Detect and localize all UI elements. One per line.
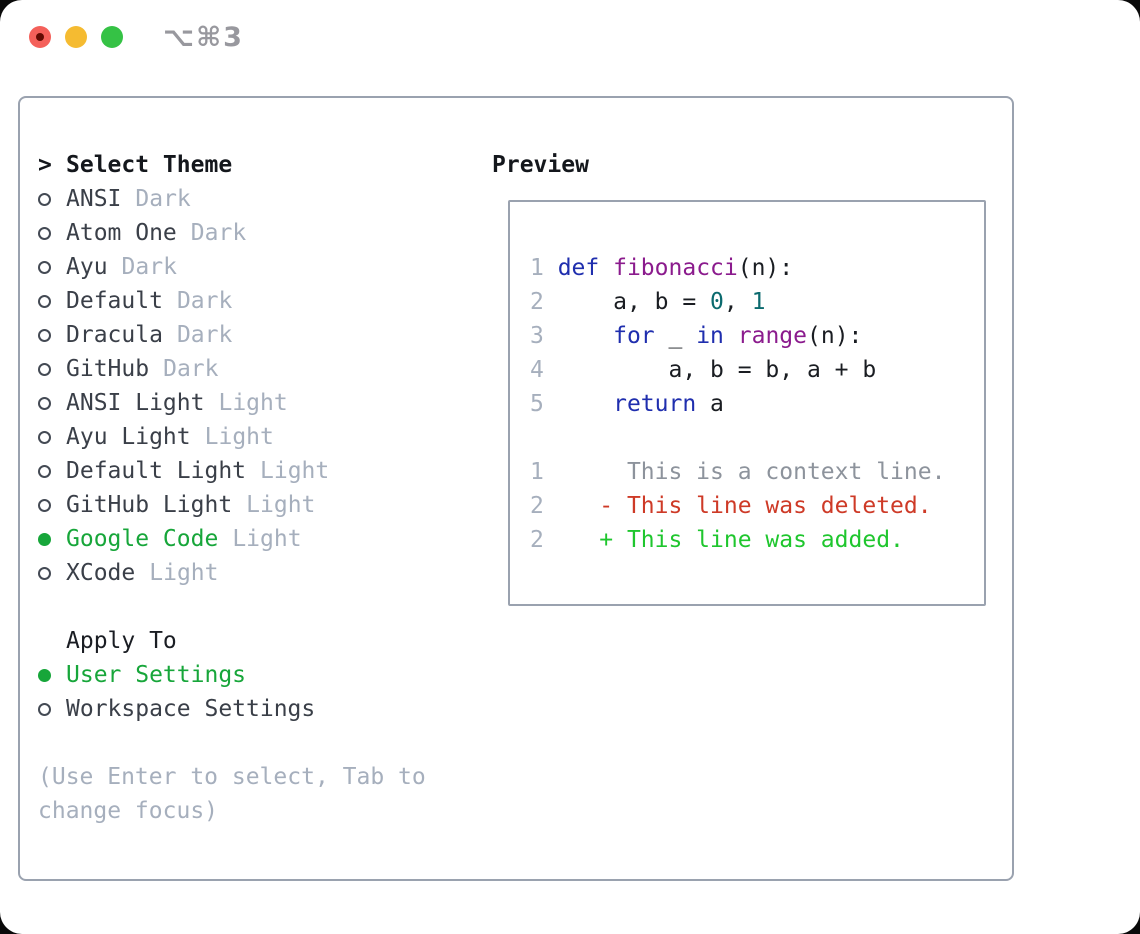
theme-item-label: Atom One	[66, 220, 177, 246]
radio-icon	[38, 362, 66, 376]
apply-option-workspace-settings[interactable]: Workspace Settings	[38, 692, 426, 726]
code-block: 1 def fibonacci(n): 2 a, b = 0, 1 3 for _ …	[530, 251, 945, 557]
apply-option-user-settings[interactable]: User Settings	[38, 658, 426, 692]
code-line: 4 a, b = b, a + b	[530, 357, 877, 383]
theme-variant-label: Light	[260, 458, 330, 484]
theme-item-label: Default Light	[66, 458, 247, 484]
code-line	[530, 421, 945, 455]
theme-item-github-light[interactable]: GitHub Light Light	[38, 488, 426, 522]
theme-variant-label: Light	[246, 492, 316, 518]
radio-icon	[38, 702, 66, 716]
theme-item-label: Ayu Light	[66, 424, 191, 450]
code-line: 2 - This line was deleted.	[530, 493, 932, 519]
theme-item-label: ANSI	[66, 186, 122, 212]
preview-heading: Preview	[492, 152, 589, 178]
radio-icon	[38, 192, 66, 206]
theme-variant-label: Dark	[190, 220, 247, 246]
theme-variant-label: Light	[232, 526, 302, 552]
theme-item-xcode[interactable]: XCode Light	[38, 556, 426, 590]
traffic-lights	[29, 26, 123, 48]
radio-icon	[38, 294, 66, 308]
code-line: 2 a, b = 0, 1	[530, 289, 766, 315]
apply-option-label: User Settings	[66, 662, 247, 688]
radio-icon	[38, 464, 66, 478]
theme-variant-label: Dark	[163, 356, 219, 382]
theme-item-label: Ayu	[66, 254, 108, 280]
hint-text-line-1: (Use Enter to select, Tab to	[38, 764, 426, 790]
radio-icon	[38, 260, 66, 274]
minimize-button[interactable]	[65, 26, 87, 48]
radio-icon	[38, 226, 66, 240]
spacer	[38, 726, 426, 760]
code-line: 3 for _ in range(n):	[530, 323, 863, 349]
theme-item-default[interactable]: Default Dark	[38, 284, 426, 318]
theme-item-ansi-light[interactable]: ANSI Light Light	[38, 386, 426, 420]
theme-item-label: ANSI Light	[66, 390, 205, 416]
radio-icon	[38, 566, 66, 580]
close-button[interactable]	[29, 26, 51, 48]
theme-variant-label: Dark	[121, 254, 177, 280]
theme-item-label: GitHub Light	[66, 492, 233, 518]
window-shortcut-label: ⌥⌘3	[163, 22, 244, 53]
apply-to-heading: Apply To	[66, 628, 177, 654]
theme-item-label: GitHub	[66, 356, 150, 382]
code-line: 1 def fibonacci(n):	[530, 255, 794, 281]
theme-variant-label: Light	[149, 560, 219, 586]
radio-icon	[38, 328, 66, 342]
spacer	[38, 590, 426, 624]
theme-item-dracula[interactable]: Dracula Dark	[38, 318, 426, 352]
theme-item-label: XCode	[66, 560, 136, 586]
preview-panel: 1 def fibonacci(n): 2 a, b = 0, 1 3 for _ …	[508, 200, 986, 606]
theme-item-ayu-light[interactable]: Ayu Light Light	[38, 420, 426, 454]
radio-icon	[38, 396, 66, 410]
select-theme-heading: Select Theme	[66, 152, 233, 178]
zoom-button[interactable]	[101, 26, 123, 48]
apply-to-heading-row: Apply To	[38, 624, 426, 658]
theme-variant-label: Dark	[176, 288, 233, 314]
radio-icon	[38, 430, 66, 444]
theme-variant-label: Dark	[135, 186, 191, 212]
theme-item-label: Google Code	[66, 526, 219, 552]
theme-variant-label: Light	[218, 390, 288, 416]
apply-option-label: Workspace Settings	[66, 696, 316, 722]
theme-item-ansi[interactable]: ANSI Dark	[38, 182, 426, 216]
select-theme-heading-row: > Select Theme	[38, 148, 426, 182]
theme-variant-label: Light	[204, 424, 274, 450]
close-dot-icon	[36, 33, 44, 41]
theme-item-default-light[interactable]: Default Light Light	[38, 454, 426, 488]
radio-selected-icon	[38, 532, 66, 546]
theme-item-label: Default	[66, 288, 163, 314]
theme-variant-label: Dark	[176, 322, 233, 348]
selection-caret-icon: >	[38, 152, 52, 178]
radio-selected-icon	[38, 668, 66, 682]
hint-text-line-2: change focus)	[38, 798, 219, 824]
theme-item-ayu[interactable]: Ayu Dark	[38, 250, 426, 284]
radio-icon	[38, 498, 66, 512]
code-line: 5 return a	[530, 391, 724, 417]
theme-item-github[interactable]: GitHub Dark	[38, 352, 426, 386]
code-line: 1 This is a context line.	[530, 459, 946, 485]
theme-item-google-code[interactable]: Google Code Light	[38, 522, 426, 556]
theme-item-label: Dracula	[66, 322, 163, 348]
theme-item-atom-one[interactable]: Atom One Dark	[38, 216, 426, 250]
code-line: 2 + This line was added.	[530, 527, 904, 553]
